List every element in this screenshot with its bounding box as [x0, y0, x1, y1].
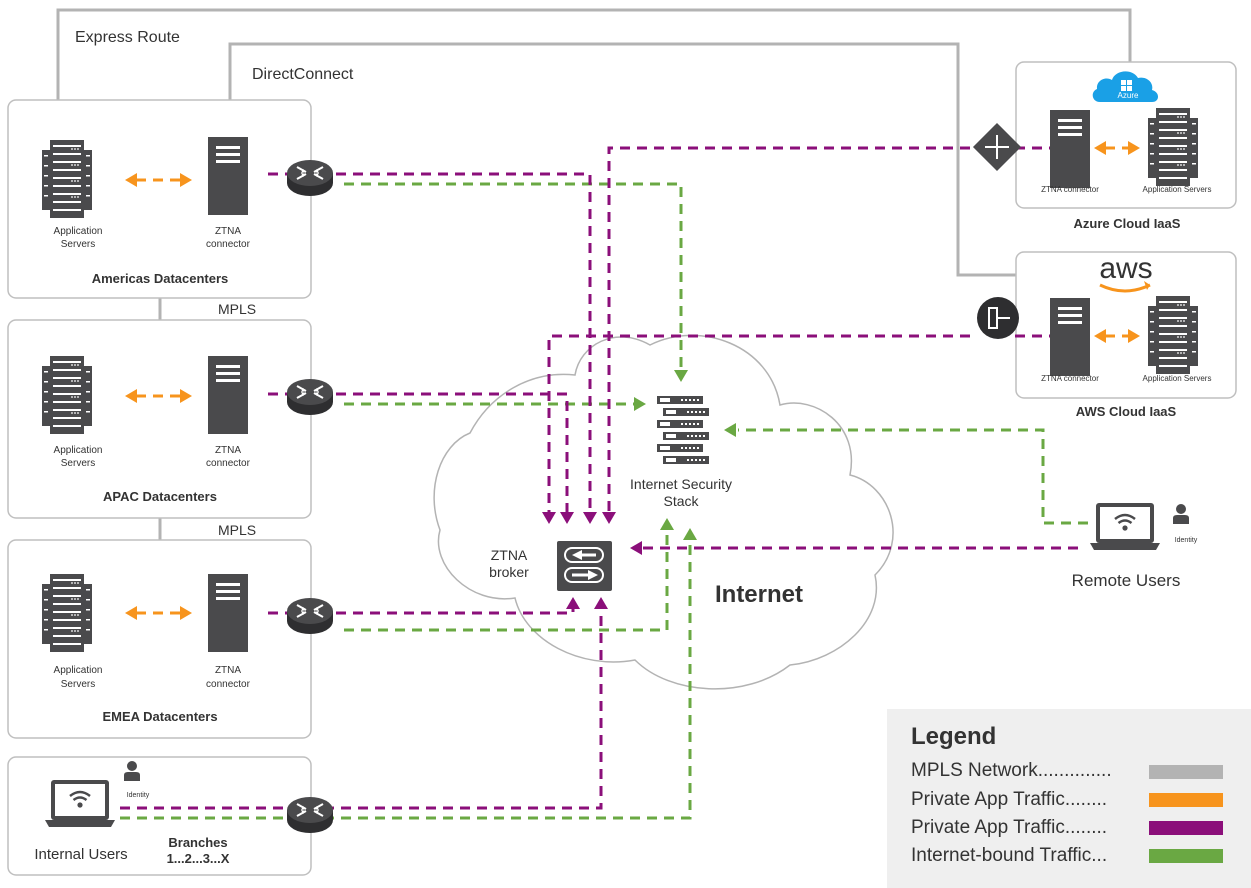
azure-connector-label: ZTNA connector [1041, 185, 1099, 194]
legend-swatch-orange [1149, 793, 1223, 807]
orange-traffic-lines [136, 146, 1128, 615]
branches-router-icon [286, 796, 334, 834]
azure-badge-label: Azure [1118, 91, 1139, 100]
mpls-label-2: MPLS [218, 522, 256, 538]
legend-title: Legend [911, 723, 997, 750]
remote-users-label: Remote Users [1072, 571, 1181, 590]
mpls-label-1: MPLS [218, 301, 256, 317]
internet-label: Internet [715, 581, 803, 608]
aws-servers-icon [1148, 296, 1198, 374]
azure-gateway-icon [972, 122, 1022, 172]
apac-servers-label-2: Servers [61, 458, 95, 469]
americas-servers-label-1: Application [54, 226, 103, 237]
ztna-broker-label-2: broker [489, 564, 529, 580]
aws-servers-label: Application Servers [1143, 374, 1212, 383]
americas-datacenters-title: Americas Datacenters [92, 271, 229, 286]
apac-connector-label-1: ZTNA [215, 445, 241, 456]
remote-identity-person-icon [1173, 504, 1189, 524]
aws-ztna-connector-icon [1050, 298, 1090, 376]
emea-connector-label-1: ZTNA [215, 665, 241, 676]
directconnect-label: DirectConnect [252, 66, 354, 83]
express-route-label: Express Route [75, 29, 180, 46]
ztna-broker-icon [557, 541, 612, 591]
internet-cloud [433, 334, 894, 690]
legend-item-purple: Private App Traffic........ [911, 817, 1108, 838]
aws-title: AWS Cloud IaaS [1076, 404, 1177, 419]
security-stack-label-2: Stack [663, 493, 699, 509]
americas-router-icon [286, 159, 334, 197]
emea-servers-label-1: Application [54, 665, 103, 676]
ztna-broker-label-1: ZTNA [491, 547, 528, 563]
apac-ztna-connector-icon [208, 356, 248, 434]
azure-servers-label: Application Servers [1143, 185, 1212, 194]
legend-swatch-mpls [1149, 765, 1223, 779]
americas-servers-label-2: Servers [61, 239, 95, 250]
emea-connector-label-2: connector [206, 679, 251, 690]
internal-users-label: Internal Users [34, 846, 127, 863]
emea-datacenters-title: EMEA Datacenters [102, 709, 217, 724]
emea-router-icon [286, 597, 334, 635]
americas-connector-label-1: ZTNA [215, 226, 241, 237]
emea-servers-icon [42, 574, 92, 652]
emea-ztna-connector-icon [208, 574, 248, 652]
legend-item-mpls: MPLS Network.............. [911, 760, 1112, 781]
americas-servers-icon [42, 140, 92, 218]
apac-datacenters-title: APAC Datacenters [103, 489, 217, 504]
internal-identity-label: Identity [127, 792, 150, 799]
branches-title-2: 1...2...3...X [167, 851, 230, 866]
apac-servers-icon [42, 356, 92, 434]
internal-users-laptop-icon [43, 778, 117, 829]
legend-item-orange: Private App Traffic........ [911, 789, 1108, 810]
azure-servers-icon [1148, 108, 1198, 186]
apac-servers-label-1: Application [54, 445, 103, 456]
azure-title: Azure Cloud IaaS [1074, 216, 1181, 231]
legend-panel: Legend MPLS Network.............. Privat… [887, 709, 1251, 888]
remote-identity-label: Identity [1175, 537, 1198, 544]
apac-router-icon [286, 378, 334, 416]
remote-users-laptop-icon [1088, 501, 1162, 552]
legend-swatch-purple [1149, 821, 1223, 835]
apac-connector-label-2: connector [206, 458, 251, 469]
legend-item-green: Internet-bound Traffic... [911, 845, 1108, 866]
aws-smile-icon [1099, 283, 1151, 293]
aws-connector-label: ZTNA connector [1041, 374, 1099, 383]
legend-swatch-green [1149, 849, 1223, 863]
mpls-network-lines [56, 8, 1132, 540]
aws-gateway-icon [977, 297, 1019, 339]
security-stack-label-1: Internet Security [630, 476, 732, 492]
emea-servers-label-2: Servers [61, 679, 95, 690]
branches-title-1: Branches [168, 835, 227, 850]
azure-cloud-logo [1092, 71, 1158, 102]
americas-ztna-connector-icon [208, 137, 248, 215]
americas-connector-label-2: connector [206, 239, 251, 250]
azure-ztna-connector-icon [1050, 110, 1090, 188]
aws-logo-text: aws [1099, 252, 1152, 285]
